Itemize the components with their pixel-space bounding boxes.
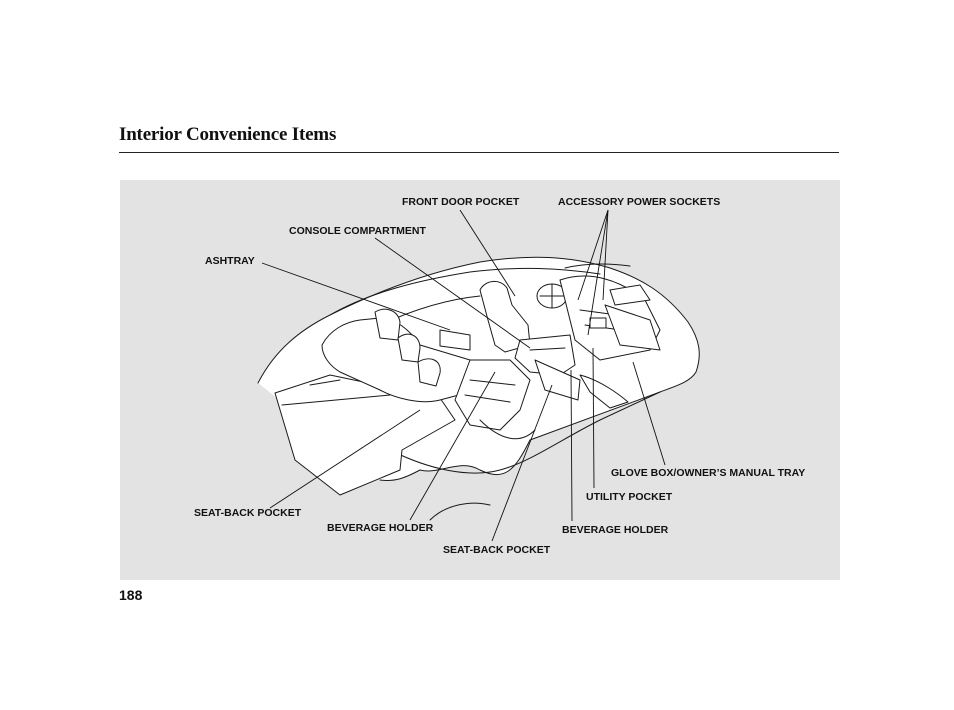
callout-front-door-pocket: FRONT DOOR POCKET xyxy=(402,196,520,208)
page-number: 188 xyxy=(119,587,143,603)
passenger-seat xyxy=(454,359,531,431)
callout-glove-box-tray: GLOVE BOX/OWNER’S MANUAL TRAY xyxy=(611,467,806,479)
callout-ashtray: ASHTRAY xyxy=(205,255,255,267)
callout-seat-back-pocket-left: SEAT-BACK POCKET xyxy=(194,507,302,519)
callout-seat-back-pocket-center: SEAT-BACK POCKET xyxy=(443,544,551,556)
callout-beverage-holder-right: BEVERAGE HOLDER xyxy=(562,524,669,536)
callout-utility-pocket: UTILITY POCKET xyxy=(586,491,673,503)
page-title: Interior Convenience Items xyxy=(119,124,337,145)
callout-accessory-power-sockets: ACCESSORY POWER SOCKETS xyxy=(558,196,721,208)
callout-beverage-holder-left: BEVERAGE HOLDER xyxy=(327,522,434,534)
callout-console-compartment: CONSOLE COMPARTMENT xyxy=(289,225,426,237)
driver-seat xyxy=(479,281,531,353)
title-divider xyxy=(119,152,839,153)
